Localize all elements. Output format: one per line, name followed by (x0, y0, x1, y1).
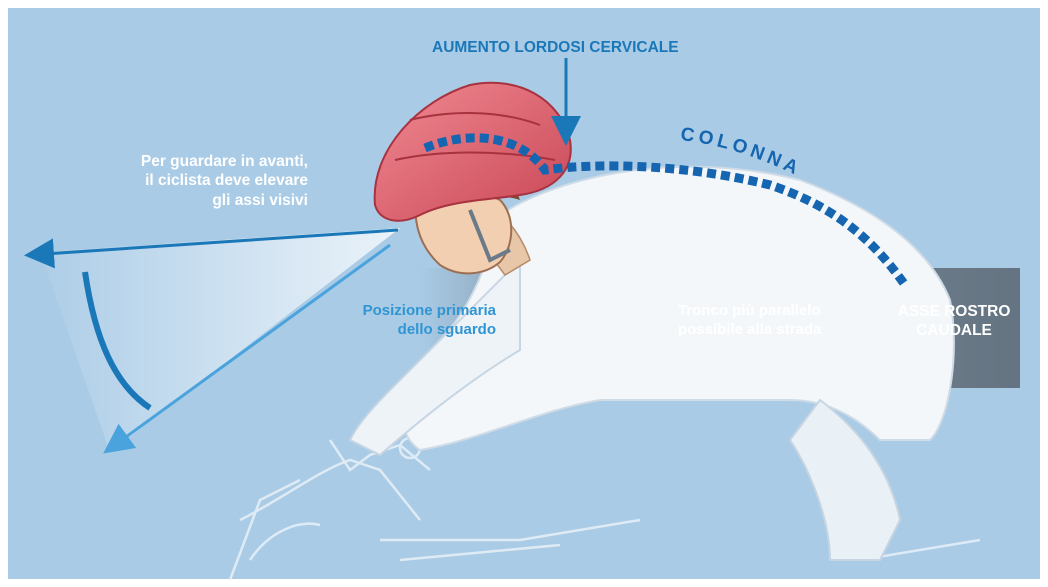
cervical-lordosis-label: AUMENTO LORDOSI CERVICALE (432, 38, 679, 57)
gaze-line-2: il ciclista deve elevare (118, 171, 308, 190)
gaze-elevation-label: Per guardare in avanti, il ciclista deve… (118, 152, 308, 210)
primary-gaze-label: Posizione primaria dello sguardo (306, 302, 496, 340)
axis-line-1: ASSE ROSTRO (893, 302, 1015, 321)
primary-line-2: dello sguardo (306, 321, 496, 340)
trunk-label: Tronco più parallelo possibile alla stra… (678, 302, 821, 340)
axis-line-2: CAUDALE (893, 321, 1015, 340)
gaze-line-1: Per guardare in avanti, (118, 152, 308, 171)
trunk-line-2: possibile alla strada (678, 321, 821, 340)
axis-label: ASSE ROSTRO CAUDALE (893, 302, 1015, 341)
gaze-line-3: gli assi visivi (118, 191, 308, 210)
trunk-line-1: Tronco più parallelo (678, 302, 821, 321)
primary-line-1: Posizione primaria (306, 302, 496, 321)
